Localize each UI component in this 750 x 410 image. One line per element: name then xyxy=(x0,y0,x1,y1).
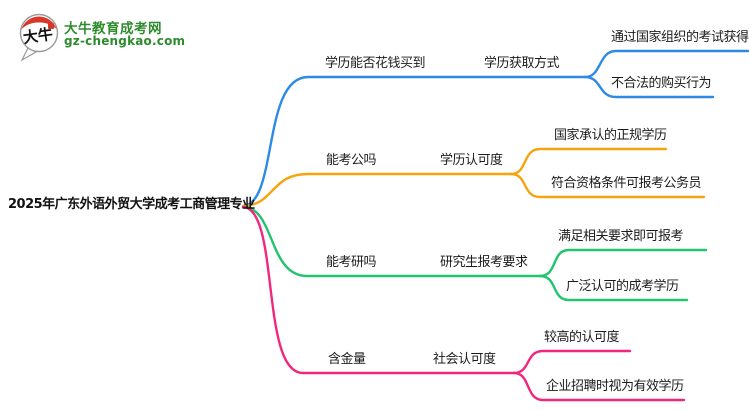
branch1-leaf1-line xyxy=(583,49,750,79)
branch2-node-degree-recognition: 学历认可度 xyxy=(440,153,503,168)
branch4-main-line xyxy=(241,205,516,375)
branch2-leaf-civil-servant-exam: 符合资格条件可报考公务员 xyxy=(551,176,702,191)
branch2-main-line xyxy=(241,172,513,208)
branch1-leaf-national-exam: 通过国家组织的考试获得 xyxy=(611,30,749,45)
branch1-node-can-degree-be-bought: 学历能否花钱买到 xyxy=(325,56,426,71)
daniu-logo-icon: 大牛 xyxy=(19,13,59,62)
branch2-node-civil-service-eligibility: 能考公吗 xyxy=(326,153,377,168)
branch2-leaf-state-recognized: 国家承认的正规学历 xyxy=(554,128,667,143)
site-logo[interactable]: 大牛 大牛教育成考网 gz-chengkao.com xyxy=(14,10,234,66)
logo-domain: gz-chengkao.com xyxy=(64,34,186,48)
branch4-leaf1-line xyxy=(512,349,632,375)
branch4-leaf-high-recognition: 较高的认可度 xyxy=(544,330,620,345)
branch3-node-postgraduate-eligibility: 能考研吗 xyxy=(326,255,377,270)
logo-red-cap xyxy=(21,16,57,29)
mindmap-root-topic: 2025年广东外语外贸大学成考工商管理专业 xyxy=(8,197,255,212)
branch3-node-postgraduate-requirements: 研究生报考要求 xyxy=(440,255,528,270)
branch4-leaf2-line xyxy=(512,371,686,402)
branch4-leaf-valid-for-recruitment: 企业招聘时视为有效学历 xyxy=(546,379,684,394)
branch3-main-line xyxy=(241,205,542,278)
branch1-leaf2-line xyxy=(583,75,715,99)
branch2-leaf2-line xyxy=(509,172,706,199)
logo-characters: 大牛 xyxy=(22,25,54,47)
branch1-node-degree-acquisition-method: 学历获取方式 xyxy=(484,56,560,71)
branch1-main-line xyxy=(241,75,587,208)
branch3-leaf1-line xyxy=(538,248,708,278)
branch4-node-social-recognition: 社会认可度 xyxy=(433,352,496,367)
branch3-leaf-widely-recognized: 广泛认可的成考学历 xyxy=(566,279,679,294)
branch3-leaf-apply-if-qualified: 满足相关要求即可报考 xyxy=(558,229,684,244)
branch3-leaf2-line xyxy=(538,274,689,302)
branch2-leaf1-line xyxy=(509,147,668,176)
branch1-leaf-illegal-purchase: 不合法的购买行为 xyxy=(611,76,712,91)
logo-seal xyxy=(48,23,54,29)
logo-title: 大牛教育成考网 xyxy=(64,21,162,37)
branch4-node-gold-content: 含金量 xyxy=(328,352,366,367)
